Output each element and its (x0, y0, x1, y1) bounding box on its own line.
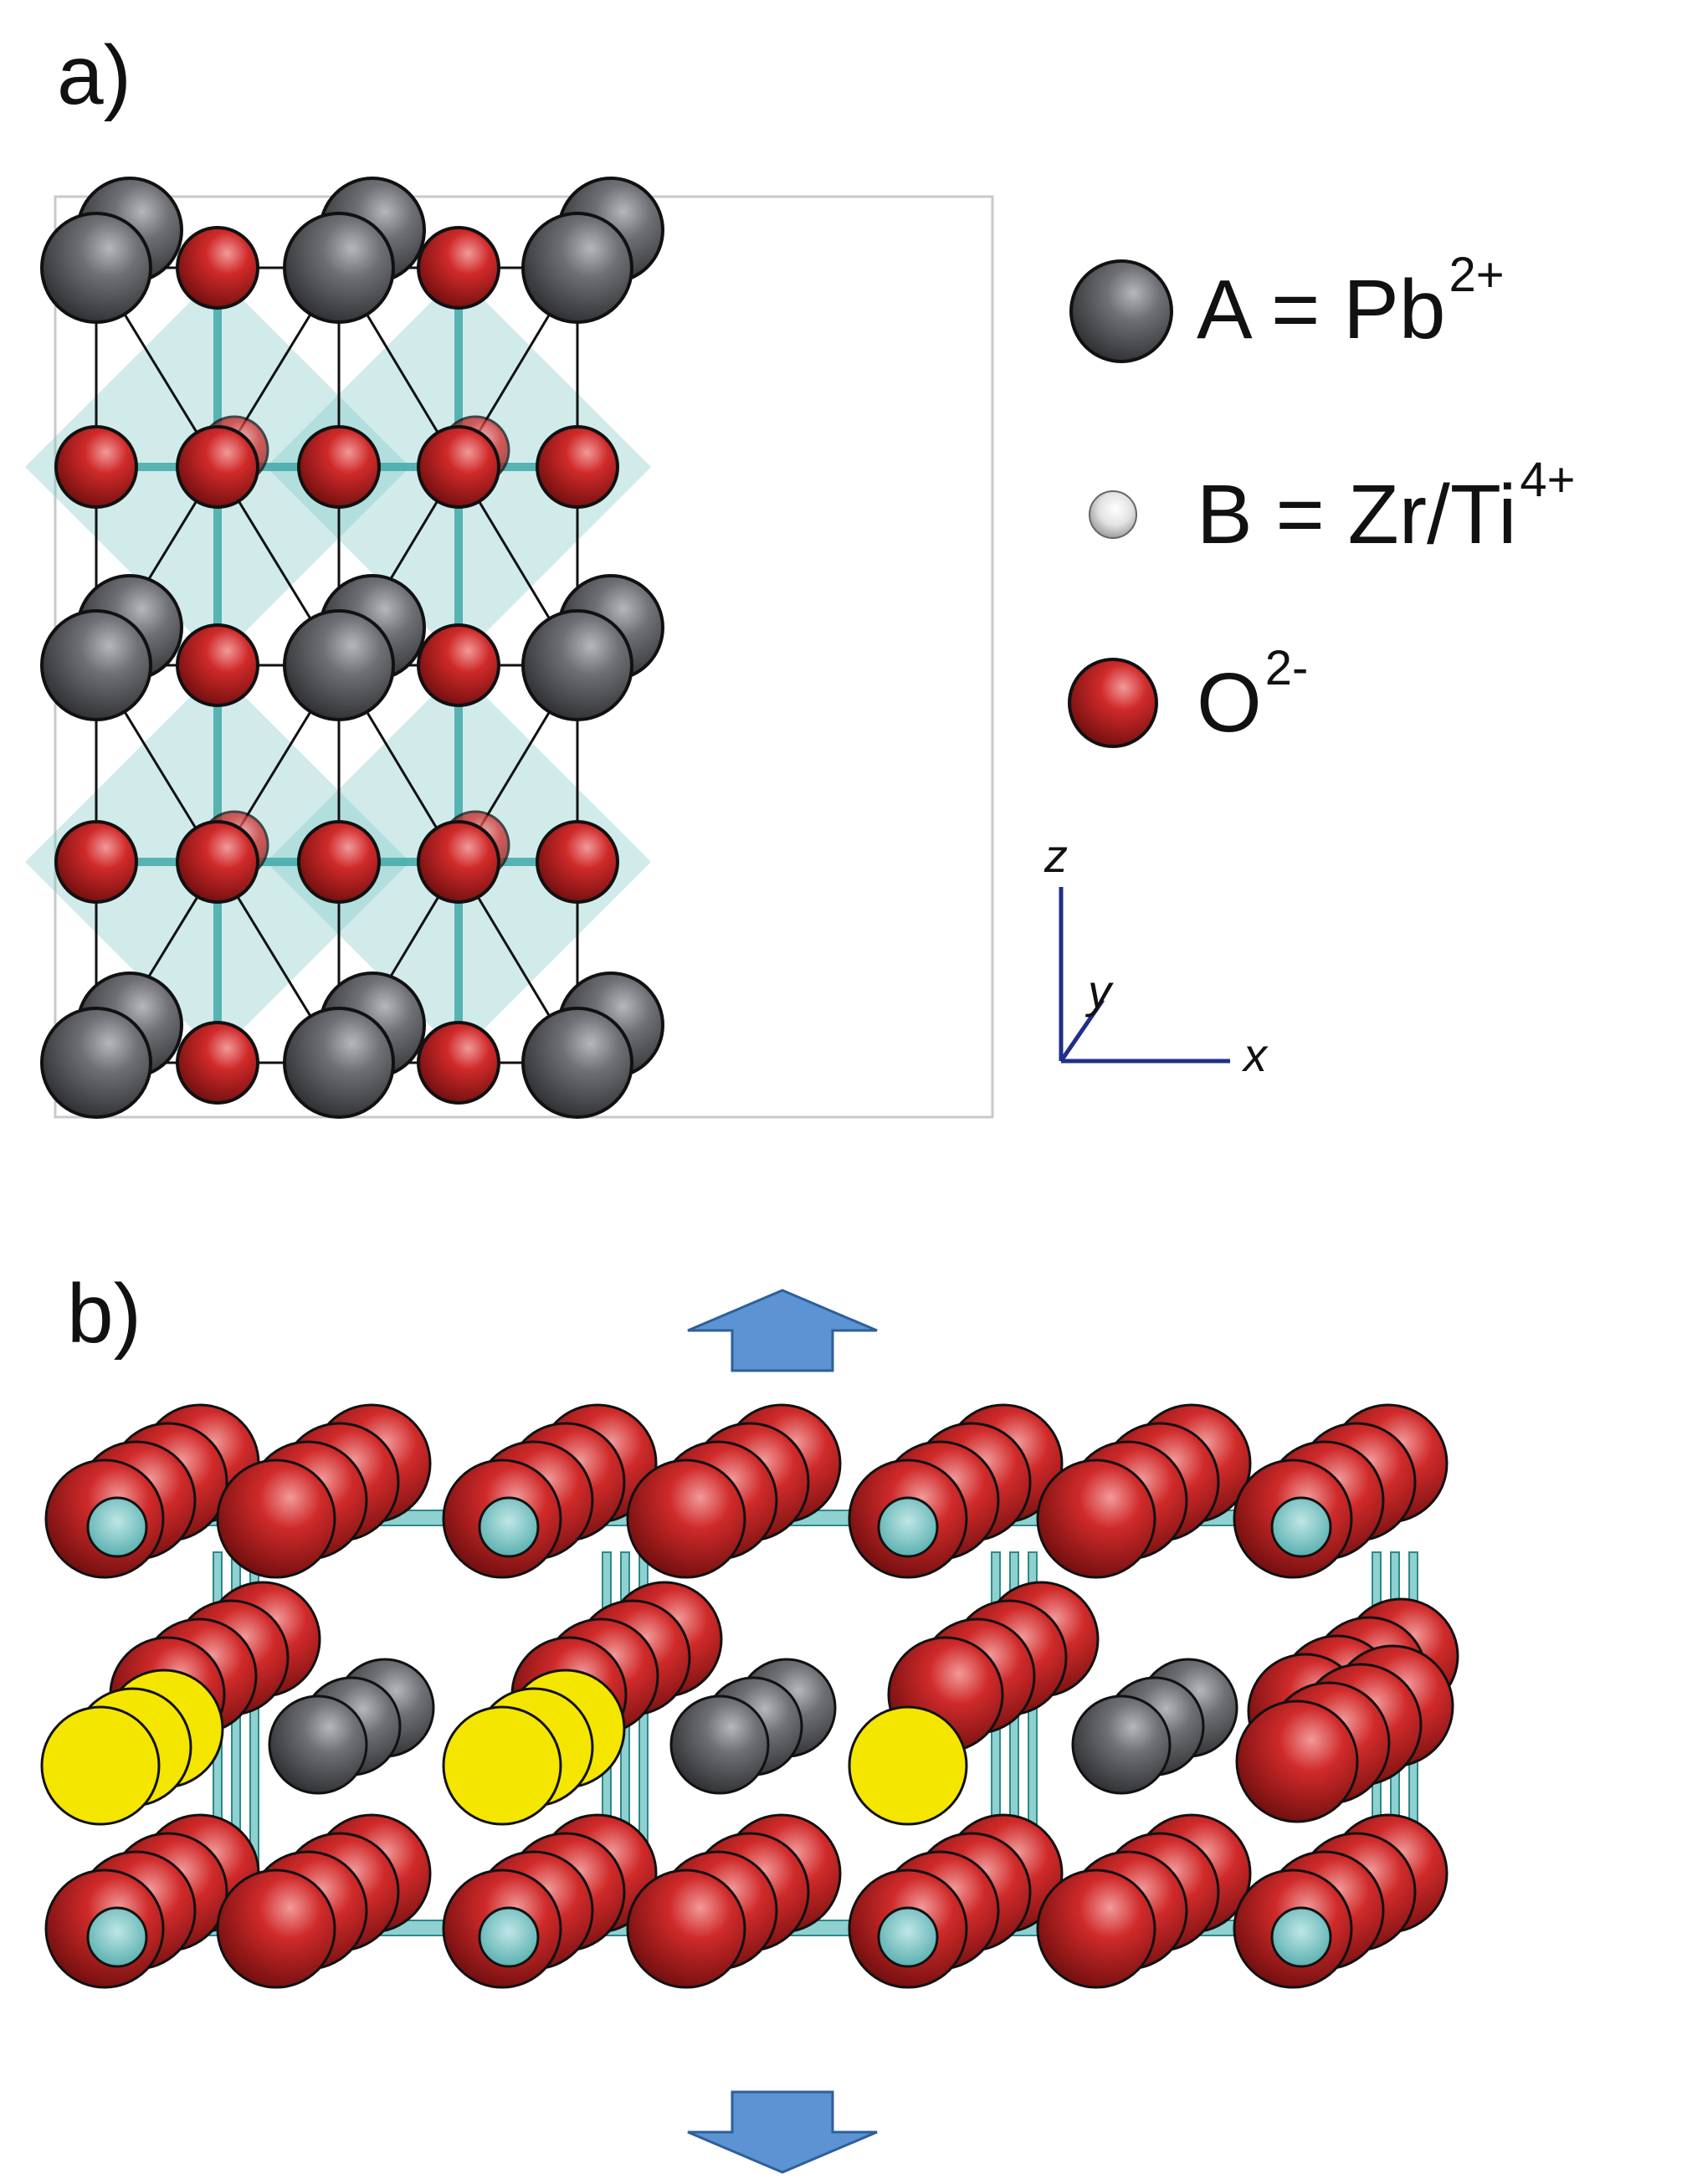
legend-label-pb: A = Pb2+ (1197, 247, 1505, 356)
oxygen-atom (417, 226, 500, 310)
pb-atom (40, 1007, 152, 1119)
y-axis-label: y (1088, 965, 1111, 1018)
b-site-atom (478, 1906, 540, 1968)
oxygen-atom (1036, 1869, 1156, 1989)
b-site-atom (1270, 1906, 1332, 1968)
white-sphere-icon (1089, 490, 1137, 539)
panel-b-label: b) (67, 1267, 141, 1361)
vacancy-site (442, 1705, 562, 1826)
pb-atom (40, 212, 152, 324)
oxygen-atom (176, 623, 259, 707)
b-site-atom (86, 1496, 148, 1558)
gray-sphere-icon (1069, 259, 1173, 363)
b-site-atom (478, 1496, 540, 1558)
oxygen-atom (626, 1869, 746, 1989)
red-sphere-icon (1068, 658, 1158, 748)
b-site-atom (1270, 1496, 1332, 1558)
panel-b-structure (40, 1403, 1459, 1989)
y-axis-line (1059, 998, 1105, 1063)
pb-atom (283, 609, 395, 721)
arrow-down-icon (687, 2090, 878, 2174)
atom-layer (40, 177, 664, 1119)
oxygen-atom (1036, 1459, 1156, 1579)
front-layer (40, 1496, 1459, 1968)
oxygen-atom (417, 820, 500, 904)
pb-atom (268, 1694, 368, 1795)
pb-atom (283, 1007, 395, 1119)
z-axis-label: z (1044, 829, 1068, 882)
pb-atom (521, 1007, 633, 1119)
oxygen-atom (54, 820, 138, 904)
oxygen-atom (216, 1459, 336, 1579)
oxygen-atom (1235, 1700, 1359, 1823)
axes-indicator (1059, 887, 1230, 1064)
oxygen-atom (297, 820, 381, 904)
pb-atom (521, 609, 633, 721)
b-site-atom (877, 1906, 939, 1968)
back-layer (44, 1403, 1449, 1989)
pb-atom (521, 212, 633, 324)
legend-item-pb: A = Pb2+ (1197, 247, 1505, 364)
pb-atom (1071, 1694, 1172, 1795)
oxygen-atom (536, 425, 619, 509)
panel-a-label: a) (57, 28, 131, 122)
oxygen-atom (176, 820, 259, 904)
legend-icons (1068, 259, 1173, 748)
oxygen-atom (417, 425, 500, 509)
legend-charge-oxygen: 2- (1264, 640, 1309, 695)
legend-item-b-site: B = Zr/Ti4+ (1197, 452, 1576, 569)
x-axis-label: x (1243, 1028, 1267, 1081)
arrow-up-icon (687, 1289, 878, 1372)
legend-label-b-site: B = Zr/Ti4+ (1197, 452, 1576, 561)
legend-item-oxygen: O2- (1197, 640, 1309, 757)
vacancy-site (848, 1705, 968, 1826)
oxygen-atom (54, 425, 138, 509)
vacancy-site (40, 1705, 161, 1826)
pb-atom (669, 1694, 770, 1795)
oxygen-atom (176, 226, 259, 310)
oxygen-atom (216, 1869, 336, 1989)
oxygen-atom (417, 1021, 500, 1105)
oxygen-atom (536, 820, 619, 904)
oxygen-atom (417, 623, 500, 707)
legend-label-oxygen: O2- (1197, 640, 1309, 750)
legend-charge-pb: 2+ (1449, 247, 1505, 302)
panel-a-structure (25, 177, 994, 1119)
pb-atom (283, 212, 395, 324)
pb-atom (40, 609, 152, 721)
legend-charge-b-site: 4+ (1520, 452, 1576, 507)
oxygen-atom (176, 425, 259, 509)
b-site-atom (877, 1496, 939, 1558)
oxygen-atom (176, 1021, 259, 1105)
oxygen-atom (297, 425, 381, 509)
b-site-atom (86, 1906, 148, 1968)
oxygen-atom (626, 1459, 746, 1579)
